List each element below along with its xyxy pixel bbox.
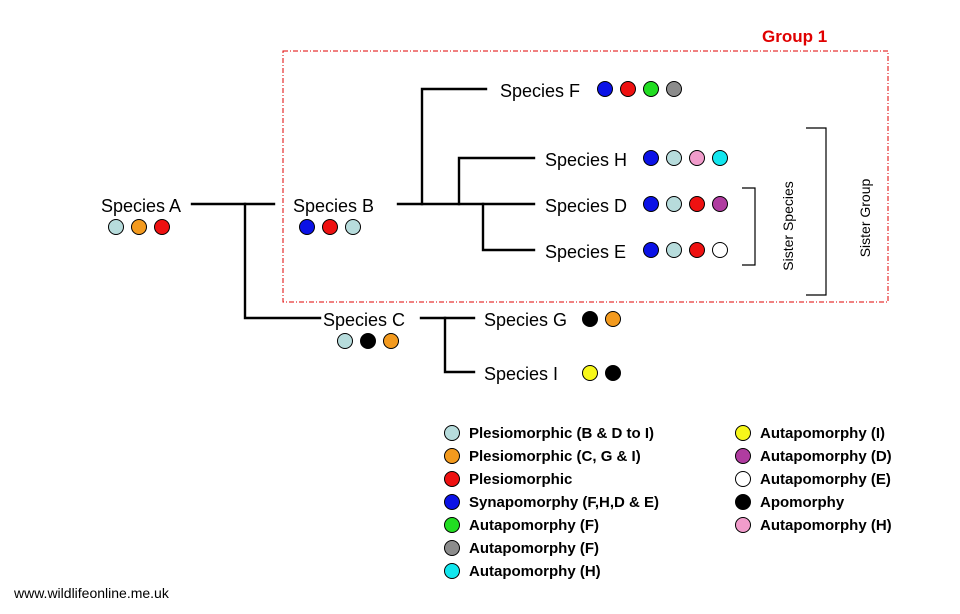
species-d-label: Species D — [545, 196, 627, 216]
species-c-trait-dot-black — [360, 333, 376, 349]
species-e-trait-dot-white — [712, 242, 728, 258]
sister-species-bracket-line — [742, 187, 756, 266]
species-e-trait-dot-red — [689, 242, 705, 258]
species-b-trait-dot-blue — [299, 219, 315, 235]
legend-swatch-light-blue — [444, 425, 460, 441]
species-c-trait-dot-light-blue — [337, 333, 353, 349]
species-h-label: Species H — [545, 150, 627, 170]
legend: Plesiomorphic (B & D to I) Plesiomorphic … — [444, 425, 892, 580]
legend-swatch-gray — [444, 540, 460, 556]
species-g-trait-dot-orange — [605, 311, 621, 327]
legend-label-white: Autapomorphy (E) — [760, 471, 891, 488]
legend-swatch-green — [444, 517, 460, 533]
legend-swatch-white — [735, 471, 751, 487]
legend-label-pink: Autapomorphy (H) — [760, 517, 892, 534]
sister-species-bracket: Sister Species — [742, 181, 796, 271]
species-a-trait-dot-red — [154, 219, 170, 235]
sister-group-bracket-line — [806, 127, 827, 296]
species-b-trait-dot-light-blue — [345, 219, 361, 235]
species-a-trait-dot-orange — [131, 219, 147, 235]
branch-node-ab-vertical — [243, 202, 322, 320]
legend-swatch-yellow — [735, 425, 751, 441]
legend-swatch-black — [735, 494, 751, 510]
species-c-label: Species C — [323, 310, 405, 330]
legend-swatch-pink — [735, 517, 751, 533]
species-e-trait-dot-blue — [643, 242, 659, 258]
species-f-trait-dot-gray — [666, 81, 682, 97]
species-d-trait-dot-blue — [643, 196, 659, 212]
species-d-trait-dot-purple — [712, 196, 728, 212]
sister-species-label: Sister Species — [780, 181, 796, 270]
tree-branches — [190, 87, 536, 374]
branch-f — [420, 87, 488, 206]
species-f-trait-dot-blue — [597, 81, 613, 97]
legend-swatch-blue — [444, 494, 460, 510]
legend-label-green: Autapomorphy (F) — [469, 517, 599, 534]
legend-label-blue: Synapomorphy (F,H,D & E) — [469, 494, 659, 511]
legend-label-light-blue: Plesiomorphic (B & D to I) — [469, 425, 654, 442]
branch-i — [443, 316, 476, 374]
species-h-trait-dot-blue — [643, 150, 659, 166]
legend-label-purple: Autapomorphy (D) — [760, 448, 892, 465]
legend-label-orange: Plesiomorphic (C, G & I) — [469, 448, 641, 465]
legend-swatch-orange — [444, 448, 460, 464]
species-d-trait-dot-light-blue — [666, 196, 682, 212]
legend-label-gray: Autapomorphy (F) — [469, 540, 599, 557]
legend-swatch-red — [444, 471, 460, 487]
legend-label-cyan: Autapomorphy (H) — [469, 563, 601, 580]
legend-swatch-purple — [735, 448, 751, 464]
species-labels: Species A Species B Species C Species F … — [101, 81, 627, 384]
species-b-trait-dot-red — [322, 219, 338, 235]
species-f-trait-dot-green — [643, 81, 659, 97]
species-h-trait-dot-cyan — [712, 150, 728, 166]
sister-group-label: Sister Group — [857, 178, 873, 257]
species-c-trait-dot-orange — [383, 333, 399, 349]
trait-dots — [108, 81, 728, 381]
species-h-trait-dot-pink — [689, 150, 705, 166]
species-e-trait-dot-light-blue — [666, 242, 682, 258]
species-g-trait-dot-black — [582, 311, 598, 327]
species-b-label: Species B — [293, 196, 374, 216]
legend-label-red: Plesiomorphic — [469, 471, 572, 488]
legend-label-yellow: Autapomorphy (I) — [760, 425, 885, 442]
species-i-trait-dot-yellow — [582, 365, 598, 381]
species-i-label: Species I — [484, 364, 558, 384]
group-1-box — [282, 50, 889, 303]
species-h-trait-dot-light-blue — [666, 150, 682, 166]
species-i-trait-dot-black — [605, 365, 621, 381]
species-a-trait-dot-light-blue — [108, 219, 124, 235]
species-a-label: Species A — [101, 196, 181, 216]
species-f-trait-dot-red — [620, 81, 636, 97]
group-1-label: Group 1 — [762, 27, 827, 46]
sister-group-bracket: Sister Group — [806, 127, 873, 296]
branch-e — [481, 202, 536, 252]
species-d-trait-dot-red — [689, 196, 705, 212]
branch-h — [457, 156, 536, 206]
site-credit: www.wildlifeonline.me.uk — [13, 585, 170, 601]
species-e-label: Species E — [545, 242, 626, 262]
species-g-label: Species G — [484, 310, 567, 330]
species-f-label: Species F — [500, 81, 580, 101]
legend-swatch-cyan — [444, 563, 460, 579]
legend-label-black: Apomorphy — [760, 494, 845, 511]
